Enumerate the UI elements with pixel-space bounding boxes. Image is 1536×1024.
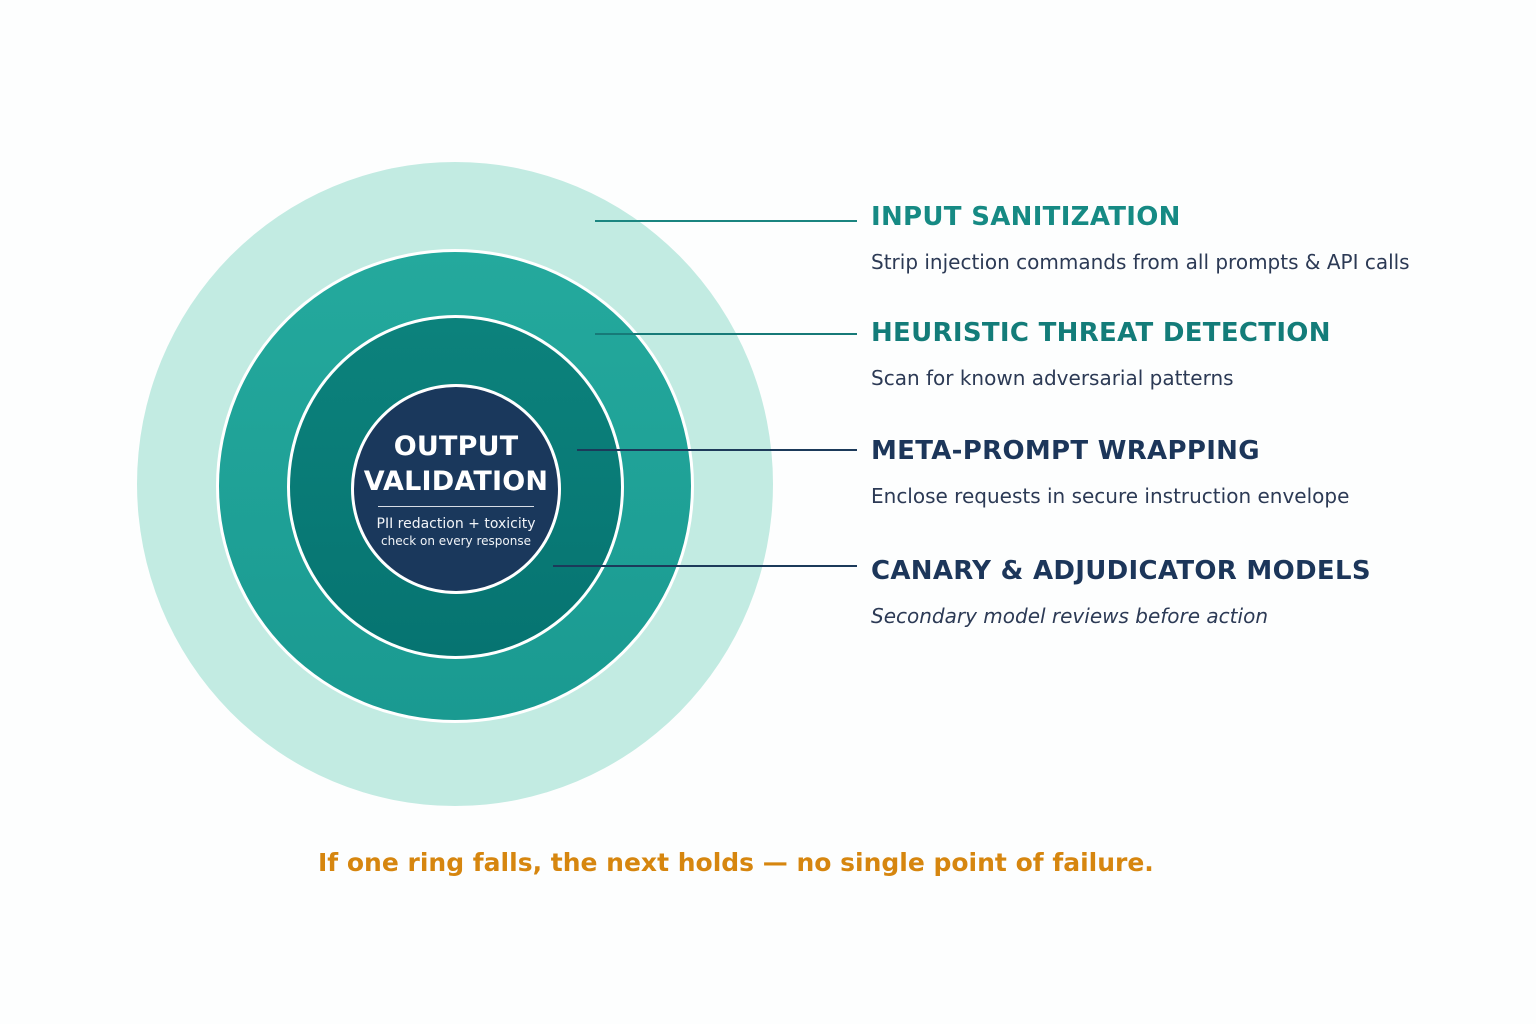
footer-tagline: If one ring falls, the next holds — no s… [318, 848, 1154, 877]
connector-line-input-sanitization [595, 220, 857, 222]
layer-title-input-sanitization: INPUT SANITIZATION [871, 202, 1181, 232]
layer-description-meta-prompt-wrapping: Enclose requests in secure instruction e… [871, 484, 1350, 508]
layer-description-canary-adjudicator-models: Secondary model reviews before action [871, 604, 1268, 628]
layer-title-heuristic-threat-detection: HEURISTIC THREAT DETECTION [871, 318, 1331, 348]
layer-description-heuristic-threat-detection: Scan for known adversarial patterns [871, 366, 1234, 390]
core-divider [378, 506, 534, 507]
core-description-line2: check on every response [381, 534, 531, 548]
core-output-validation: OUTPUT VALIDATION PII redaction + toxici… [351, 384, 561, 594]
connector-line-canary-adjudicator [553, 565, 857, 567]
core-description-line1: PII redaction + toxicity [376, 516, 536, 532]
connector-line-meta-prompt-wrapping [577, 449, 857, 451]
core-title-line1: OUTPUT [393, 431, 519, 462]
connector-line-heuristic-threat-detection [595, 333, 857, 335]
layer-title-meta-prompt-wrapping: META-PROMPT WRAPPING [871, 436, 1260, 466]
layer-description-input-sanitization: Strip injection commands from all prompt… [871, 250, 1410, 274]
layer-title-canary-adjudicator-models: CANARY & ADJUDICATOR MODELS [871, 556, 1371, 586]
core-title-line2: VALIDATION [363, 466, 549, 497]
